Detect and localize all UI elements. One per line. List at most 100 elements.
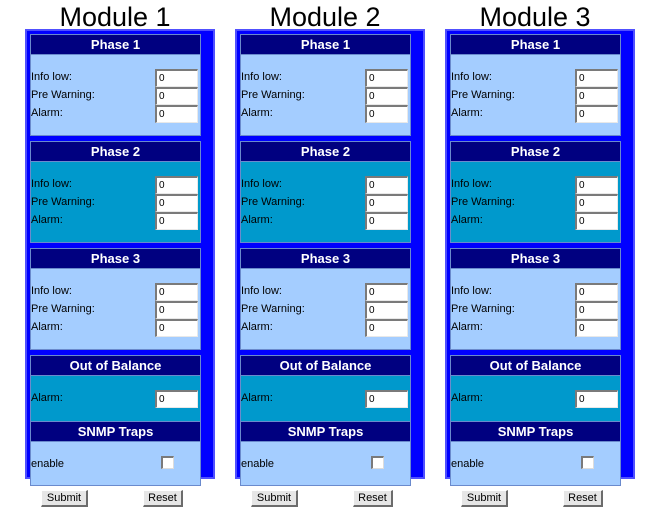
phase-1-info-low-input[interactable] xyxy=(155,69,198,87)
out-of-balance-body: Alarm: xyxy=(30,376,201,423)
phase-1-pre-warning-input[interactable] xyxy=(155,87,198,105)
out-of-balance-header: Out of Balance xyxy=(450,355,621,376)
pre-warning-row: Pre Warning: xyxy=(31,194,200,212)
phase-2-alarm-input[interactable] xyxy=(575,212,618,230)
alarm-label: Alarm: xyxy=(451,392,483,404)
alarm-row: Alarm: xyxy=(31,105,200,123)
alarm-row: Alarm: xyxy=(31,390,200,408)
phase-3-alarm-input[interactable] xyxy=(365,319,408,337)
phase-1-alarm-input[interactable] xyxy=(365,105,408,123)
snmp-traps-panel: SNMP Traps enable xyxy=(450,421,621,486)
phase-1-body: Info low: Pre Warning: Alarm: xyxy=(450,55,621,136)
phase-1-pre-warning-input[interactable] xyxy=(575,87,618,105)
phase-3-header: Phase 3 xyxy=(30,248,201,269)
module-frame: Phase 1 Info low: Pre Warning: Alarm: Ph… xyxy=(445,29,635,486)
info-low-label: Info low: xyxy=(241,71,282,83)
snmp-enable-checkbox[interactable] xyxy=(161,456,174,469)
snmp-traps-panel: SNMP Traps enable xyxy=(30,421,201,486)
phase-3-panel: Phase 3 Info low: Pre Warning: Alarm: xyxy=(450,248,621,350)
phase-1-info-low-input[interactable] xyxy=(575,69,618,87)
snmp-enable-checkbox[interactable] xyxy=(371,456,384,469)
enable-row: enable xyxy=(451,456,620,474)
phase-3-info-low-input[interactable] xyxy=(575,283,618,301)
phase-2-info-low-input[interactable] xyxy=(365,176,408,194)
pre-warning-label: Pre Warning: xyxy=(241,196,305,208)
alarm-row: Alarm: xyxy=(241,390,410,408)
phase-1-panel: Phase 1 Info low: Pre Warning: Alarm: xyxy=(450,34,621,136)
pre-warning-row: Pre Warning: xyxy=(241,301,410,319)
alarm-row: Alarm: xyxy=(241,212,410,230)
phase-1-body: Info low: Pre Warning: Alarm: xyxy=(30,55,201,136)
phase-3-alarm-input[interactable] xyxy=(575,319,618,337)
info-low-row: Info low: xyxy=(31,176,200,194)
phase-3-panel: Phase 3 Info low: Pre Warning: Alarm: xyxy=(240,248,411,350)
out-of-balance-body: Alarm: xyxy=(240,376,411,423)
snmp-traps-body: enable xyxy=(240,442,411,486)
phase-1-body: Info low: Pre Warning: Alarm: xyxy=(240,55,411,136)
module-frame: Phase 1 Info low: Pre Warning: Alarm: Ph… xyxy=(25,29,215,486)
phase-2-pre-warning-input[interactable] xyxy=(575,194,618,212)
phase-3-pre-warning-input[interactable] xyxy=(575,301,618,319)
pre-warning-label: Pre Warning: xyxy=(241,303,305,315)
phase-3-body: Info low: Pre Warning: Alarm: xyxy=(30,269,201,350)
info-low-label: Info low: xyxy=(241,285,282,297)
phase-1-header: Phase 1 xyxy=(450,34,621,55)
info-low-row: Info low: xyxy=(31,69,200,87)
snmp-traps-header: SNMP Traps xyxy=(30,421,201,442)
submit-button[interactable]: Submit xyxy=(41,490,88,507)
balance-alarm-input[interactable] xyxy=(155,390,198,408)
alarm-row: Alarm: xyxy=(241,319,410,337)
phase-3-pre-warning-input[interactable] xyxy=(365,301,408,319)
phase-3-body: Info low: Pre Warning: Alarm: xyxy=(240,269,411,350)
out-of-balance-header: Out of Balance xyxy=(240,355,411,376)
info-low-label: Info low: xyxy=(241,178,282,190)
phase-2-info-low-input[interactable] xyxy=(155,176,198,194)
info-low-row: Info low: xyxy=(241,283,410,301)
phase-2-panel: Phase 2 Info low: Pre Warning: Alarm: xyxy=(450,141,621,243)
alarm-row: Alarm: xyxy=(31,212,200,230)
submit-button[interactable]: Submit xyxy=(251,490,298,507)
pre-warning-label: Pre Warning: xyxy=(31,303,95,315)
phase-2-alarm-input[interactable] xyxy=(365,212,408,230)
out-of-balance-header: Out of Balance xyxy=(30,355,201,376)
alarm-row: Alarm: xyxy=(451,390,620,408)
phase-2-pre-warning-input[interactable] xyxy=(155,194,198,212)
phase-1-alarm-input[interactable] xyxy=(155,105,198,123)
phase-2-alarm-input[interactable] xyxy=(155,212,198,230)
phase-1-info-low-input[interactable] xyxy=(365,69,408,87)
alarm-label: Alarm: xyxy=(241,214,273,226)
balance-alarm-input[interactable] xyxy=(575,390,618,408)
alarm-row: Alarm: xyxy=(451,212,620,230)
pre-warning-label: Pre Warning: xyxy=(451,196,515,208)
phase-2-pre-warning-input[interactable] xyxy=(365,194,408,212)
module-frame: Phase 1 Info low: Pre Warning: Alarm: Ph… xyxy=(235,29,425,486)
snmp-traps-panel: SNMP Traps enable xyxy=(240,421,411,486)
phase-3-info-low-input[interactable] xyxy=(155,283,198,301)
phase-3-header: Phase 3 xyxy=(450,248,621,269)
module-3: Module 3 Phase 1 Info low: Pre Warning: … xyxy=(430,0,640,512)
phase-1-alarm-input[interactable] xyxy=(575,105,618,123)
phase-3-info-low-input[interactable] xyxy=(365,283,408,301)
reset-button[interactable]: Reset xyxy=(143,490,183,507)
phase-3-pre-warning-input[interactable] xyxy=(155,301,198,319)
snmp-enable-checkbox[interactable] xyxy=(581,456,594,469)
submit-button[interactable]: Submit xyxy=(461,490,508,507)
phase-2-header: Phase 2 xyxy=(30,141,201,162)
phase-1-pre-warning-input[interactable] xyxy=(365,87,408,105)
reset-button[interactable]: Reset xyxy=(563,490,603,507)
phase-3-alarm-input[interactable] xyxy=(155,319,198,337)
alarm-label: Alarm: xyxy=(31,214,63,226)
reset-button[interactable]: Reset xyxy=(353,490,393,507)
snmp-traps-header: SNMP Traps xyxy=(450,421,621,442)
enable-row: enable xyxy=(241,456,410,474)
pre-warning-label: Pre Warning: xyxy=(31,196,95,208)
phase-2-panel: Phase 2 Info low: Pre Warning: Alarm: xyxy=(30,141,201,243)
pre-warning-label: Pre Warning: xyxy=(451,303,515,315)
info-low-row: Info low: xyxy=(241,69,410,87)
out-of-balance-panel: Out of Balance Alarm: xyxy=(240,355,411,423)
info-low-row: Info low: xyxy=(31,283,200,301)
snmp-traps-body: enable xyxy=(30,442,201,486)
balance-alarm-input[interactable] xyxy=(365,390,408,408)
phase-2-header: Phase 2 xyxy=(450,141,621,162)
phase-2-info-low-input[interactable] xyxy=(575,176,618,194)
